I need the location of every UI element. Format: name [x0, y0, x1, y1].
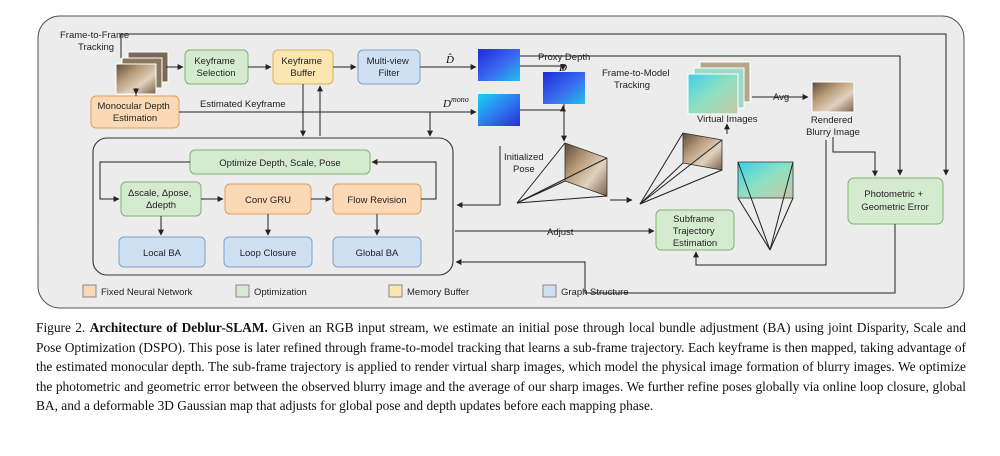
estimated-keyframe-label: Estimated Keyframe	[200, 99, 286, 110]
global-ba-box: Global BA	[332, 236, 422, 268]
connector-arrows	[99, 33, 949, 294]
svg-text:Δscale, Δpose, Δdepth: Δscale, Δpose, Δdepth	[128, 188, 194, 211]
loop-closure-box: Loop Closure	[223, 236, 313, 268]
optimize-depth-box: Optimize Depth, Scale, Pose	[189, 149, 371, 175]
svg-text:Monocular Depth Estimati: Monocular Depth Estimation	[98, 101, 173, 124]
caption-body: Given an RGB input stream, we estimate a…	[36, 320, 966, 414]
initialized-pose-frustum	[516, 142, 608, 204]
d-hat-depth-image	[478, 49, 520, 81]
caption-title: Architecture of Deblur-SLAM.	[89, 320, 268, 335]
frame-to-model-label: Frame-to-Model Tracking	[602, 68, 672, 91]
d-mono-label: Dmono	[442, 95, 469, 110]
svg-text:Photometric + Geometric: Photometric + Geometric Error	[861, 189, 929, 213]
d-mono-depth-image	[478, 94, 520, 126]
subframe-frustum-b	[737, 161, 794, 251]
virtual-images-stack	[687, 61, 751, 115]
rendered-blurry-label: Rendered Blurry Image	[806, 115, 860, 138]
local-ba-box: Local BA	[118, 236, 206, 268]
caption-prefix: Figure 2.	[36, 320, 90, 335]
photometric-error-box: Photometric + Geometric Error	[847, 177, 944, 225]
architecture-figure: Frame-to-Frame Tracking Keyframe Selecti…	[37, 15, 965, 309]
frame-to-frame-label: Frame-to-Frame Tracking	[60, 30, 132, 53]
virtual-images-label: Virtual Images	[697, 114, 758, 125]
svg-text:Conv GRU: Conv GRU	[245, 195, 291, 206]
legend-swatch	[388, 284, 403, 298]
svg-text:Loop Closure: Loop Closure	[240, 248, 297, 259]
legend-swatch	[542, 284, 557, 298]
proxy-depth-image	[543, 72, 585, 104]
adjust-label: Adjust	[547, 227, 574, 238]
conv-gru-box: Conv GRU	[224, 183, 312, 215]
subframe-trajectory-box: Subframe Trajectory Estimation	[655, 209, 735, 251]
svg-text:Keyframe Buffer: Keyframe Buffer	[281, 56, 324, 79]
legend-swatch	[235, 284, 250, 298]
delta-update-box: Δscale, Δpose, Δdepth	[120, 181, 202, 217]
d-hat-label: D̂	[445, 53, 454, 66]
svg-text:Subframe Trajectory: Subframe Trajectory Estimation	[673, 214, 718, 249]
proxy-depth-label: Proxy Depth	[538, 52, 590, 63]
svg-text:Optimize Depth, Scale, Pose: Optimize Depth, Scale, Pose	[219, 158, 340, 169]
legend-label: Optimization	[254, 287, 307, 298]
svg-text:Multi-view Filter: Multi-view Filter	[367, 56, 412, 79]
svg-text:Local BA: Local BA	[143, 248, 182, 259]
multiview-filter-box: Multi-view Filter	[357, 49, 421, 85]
monocular-depth-box: Monocular Depth Estimation	[90, 95, 180, 129]
svg-text:Keyframe Selection: Keyframe Selection	[194, 56, 237, 79]
keyframe-selection-box: Keyframe Selection	[184, 49, 249, 85]
legend: Fixed Neural Network Optimization Memory B…	[82, 284, 629, 298]
initialized-pose-label: Initialized Pose	[504, 152, 546, 175]
rendered-blurry-image	[811, 81, 855, 113]
svg-text:Global BA: Global BA	[356, 248, 399, 259]
input-frames-image	[115, 51, 169, 95]
svg-text:Flow Revision: Flow Revision	[347, 195, 406, 206]
keyframe-buffer-box: Keyframe Buffer	[272, 49, 334, 85]
legend-label: Graph Structure	[561, 287, 629, 298]
legend-label: Memory Buffer	[407, 287, 469, 298]
figure-caption: Figure 2. Architecture of Deblur-SLAM. G…	[36, 318, 966, 416]
legend-label: Fixed Neural Network	[101, 287, 193, 298]
legend-swatch	[82, 284, 97, 298]
subframe-frustum-a	[639, 132, 723, 205]
flow-revision-box: Flow Revision	[332, 183, 422, 215]
